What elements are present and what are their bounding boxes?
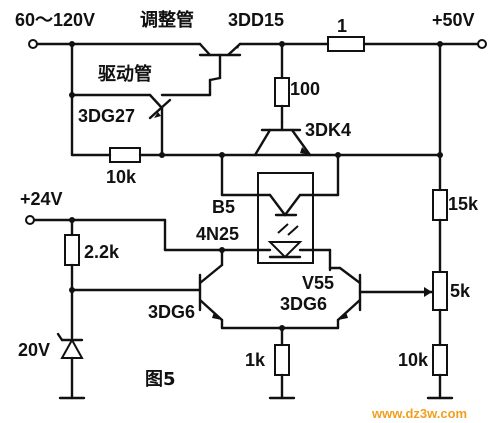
label-driver-part: 3DG27 bbox=[78, 106, 135, 126]
label-input-voltage: 60～120V bbox=[15, 10, 95, 30]
potentiometer-5k bbox=[432, 271, 448, 311]
watermark: www.dz3w.com bbox=[371, 406, 467, 421]
label-r15k: 15k bbox=[448, 194, 479, 214]
optocoupler-box bbox=[257, 172, 314, 264]
pot-wiper-arrow bbox=[424, 287, 432, 297]
resistor-1k bbox=[274, 344, 290, 376]
junction bbox=[69, 92, 75, 98]
label-optocoupler-part: 4N25 bbox=[196, 224, 239, 244]
label-r10k-bottom: 10k bbox=[398, 350, 429, 370]
label-figure: 图5 bbox=[145, 369, 176, 390]
right-transistor-3DG6 bbox=[328, 266, 434, 322]
resistor-2.2k bbox=[64, 234, 80, 266]
label-v55: V55 bbox=[302, 273, 334, 293]
pnp-transistor-symbol bbox=[253, 120, 312, 157]
label-r10k-top: 10k bbox=[106, 167, 137, 187]
label-dg6-left: 3DG6 bbox=[148, 302, 195, 322]
left-transistor-3DG6 bbox=[198, 248, 224, 322]
label-zener: 20V bbox=[18, 340, 50, 360]
label-r2-2k: 2.2k bbox=[84, 242, 120, 262]
label-regulator-cn: 调整管 bbox=[140, 9, 194, 31]
resistor-15k bbox=[432, 189, 448, 221]
label-dg6-right: 3DG6 bbox=[280, 294, 327, 314]
resistor-10k-bottom bbox=[432, 344, 448, 376]
label-pnp-part: 3DK4 bbox=[305, 120, 351, 140]
driver-transistor-symbol bbox=[70, 76, 222, 157]
label-pot-5k: 5k bbox=[450, 281, 471, 301]
resistor-1ohm bbox=[327, 36, 365, 52]
zener-diode-symbol bbox=[56, 332, 86, 400]
label-optocoupler-ref: B5 bbox=[212, 197, 235, 217]
label-regulator-part: 3DD15 bbox=[228, 10, 284, 30]
led-symbol bbox=[267, 223, 303, 259]
regulator-transistor-symbol bbox=[198, 42, 242, 80]
label-r1k: 1k bbox=[245, 350, 266, 370]
label-driver-cn: 驱动管 bbox=[98, 63, 152, 85]
output-terminal bbox=[477, 39, 487, 49]
label-output-voltage: +50V bbox=[432, 10, 475, 30]
label-series-resistor: 1 bbox=[337, 16, 347, 36]
label-supply-24v: +24V bbox=[20, 189, 63, 209]
resistor-10k-top bbox=[109, 147, 141, 163]
label-r100: 100 bbox=[290, 79, 320, 99]
resistor-100ohm bbox=[274, 77, 290, 107]
phototransistor-symbol bbox=[268, 193, 302, 217]
